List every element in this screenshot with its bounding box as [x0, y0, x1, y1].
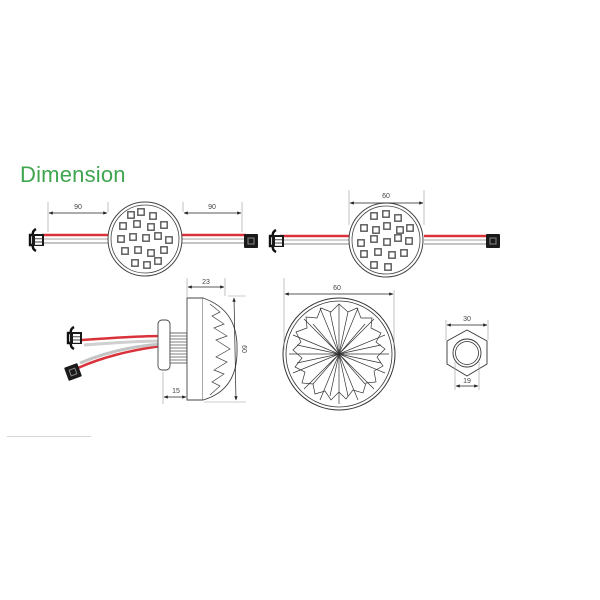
- dim-front-diameter: 60: [382, 193, 390, 200]
- dim-side-height: 60: [240, 345, 247, 353]
- dim-thread-length: 15: [172, 388, 180, 395]
- dim-right-cable: 90: [208, 204, 216, 211]
- cable-length-dimensions: 90 90: [47, 202, 243, 232]
- nut-view: 30 19: [445, 316, 489, 390]
- dim-nut-inner: 19: [463, 378, 471, 385]
- lens-view: 60: [282, 278, 396, 411]
- connector-female-icon: [485, 233, 501, 249]
- dim-lens-diameter: 60: [333, 285, 341, 292]
- dim-left-cable: 90: [74, 204, 82, 211]
- connector-male-icon: [28, 227, 46, 253]
- section-title: Dimension: [20, 162, 126, 187]
- divider-line: [7, 436, 91, 437]
- connector-female-icon: [64, 363, 82, 381]
- connector-male-icon: [66, 325, 84, 351]
- front-view-with-cables: 90 90: [28, 201, 259, 277]
- dim-side-depth: 23: [202, 279, 210, 286]
- front-view-right: 60: [268, 190, 501, 278]
- connector-female-icon: [243, 233, 259, 249]
- dim-nut-outer: 30: [463, 316, 471, 323]
- side-view: 23 60 15: [64, 278, 247, 404]
- connector-male-icon: [268, 228, 286, 254]
